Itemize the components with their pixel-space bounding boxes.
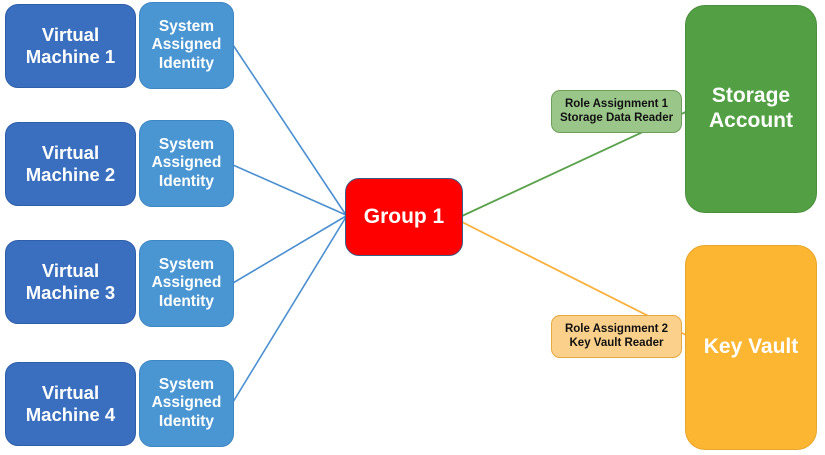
system-assigned-identity-2[interactable]: System Assigned Identity [139, 120, 234, 207]
virtual-machine-2[interactable]: Virtual Machine 2 [5, 122, 136, 206]
storage-account-label: Storage Account [709, 84, 793, 132]
virtual-machine-1-label: Virtual Machine 1 [25, 24, 116, 67]
virtual-machine-3[interactable]: Virtual Machine 3 [5, 240, 136, 324]
virtual-machine-3-label: Virtual Machine 3 [25, 260, 116, 303]
role-assignment-1-label: Role Assignment 1 Storage Data Reader [559, 97, 674, 124]
edge-identity-2-to-group [232, 164, 347, 216]
edge-identity-4-to-group [232, 216, 347, 403]
edge-identity-3-to-group [232, 215, 347, 284]
virtual-machine-2-label: Virtual Machine 2 [25, 142, 116, 185]
key-vault-label: Key Vault [703, 335, 799, 359]
virtual-machine-1[interactable]: Virtual Machine 1 [5, 4, 136, 88]
system-assigned-identity-1[interactable]: System Assigned Identity [139, 2, 234, 89]
system-assigned-identity-3[interactable]: System Assigned Identity [139, 240, 234, 327]
role-assignment-2-label: Role Assignment 2 Key Vault Reader [564, 322, 669, 349]
group-1-node[interactable]: Group 1 [345, 178, 463, 256]
key-vault-node[interactable]: Key Vault [685, 245, 817, 450]
system-assigned-identity-1-label: System Assigned Identity [151, 18, 222, 72]
virtual-machine-4-label: Virtual Machine 4 [25, 382, 116, 425]
edge-identity-1-to-group [232, 44, 347, 216]
role-assignment-1-chip[interactable]: Role Assignment 1 Storage Data Reader [551, 90, 682, 133]
group-1-label: Group 1 [363, 204, 445, 228]
system-assigned-identity-3-label: System Assigned Identity [151, 256, 222, 310]
system-assigned-identity-4[interactable]: System Assigned Identity [139, 360, 234, 447]
storage-account-node[interactable]: Storage Account [685, 5, 817, 213]
virtual-machine-4[interactable]: Virtual Machine 4 [5, 362, 136, 446]
system-assigned-identity-4-label: System Assigned Identity [151, 376, 222, 430]
role-assignment-2-chip[interactable]: Role Assignment 2 Key Vault Reader [551, 315, 682, 358]
system-assigned-identity-2-label: System Assigned Identity [151, 136, 222, 190]
